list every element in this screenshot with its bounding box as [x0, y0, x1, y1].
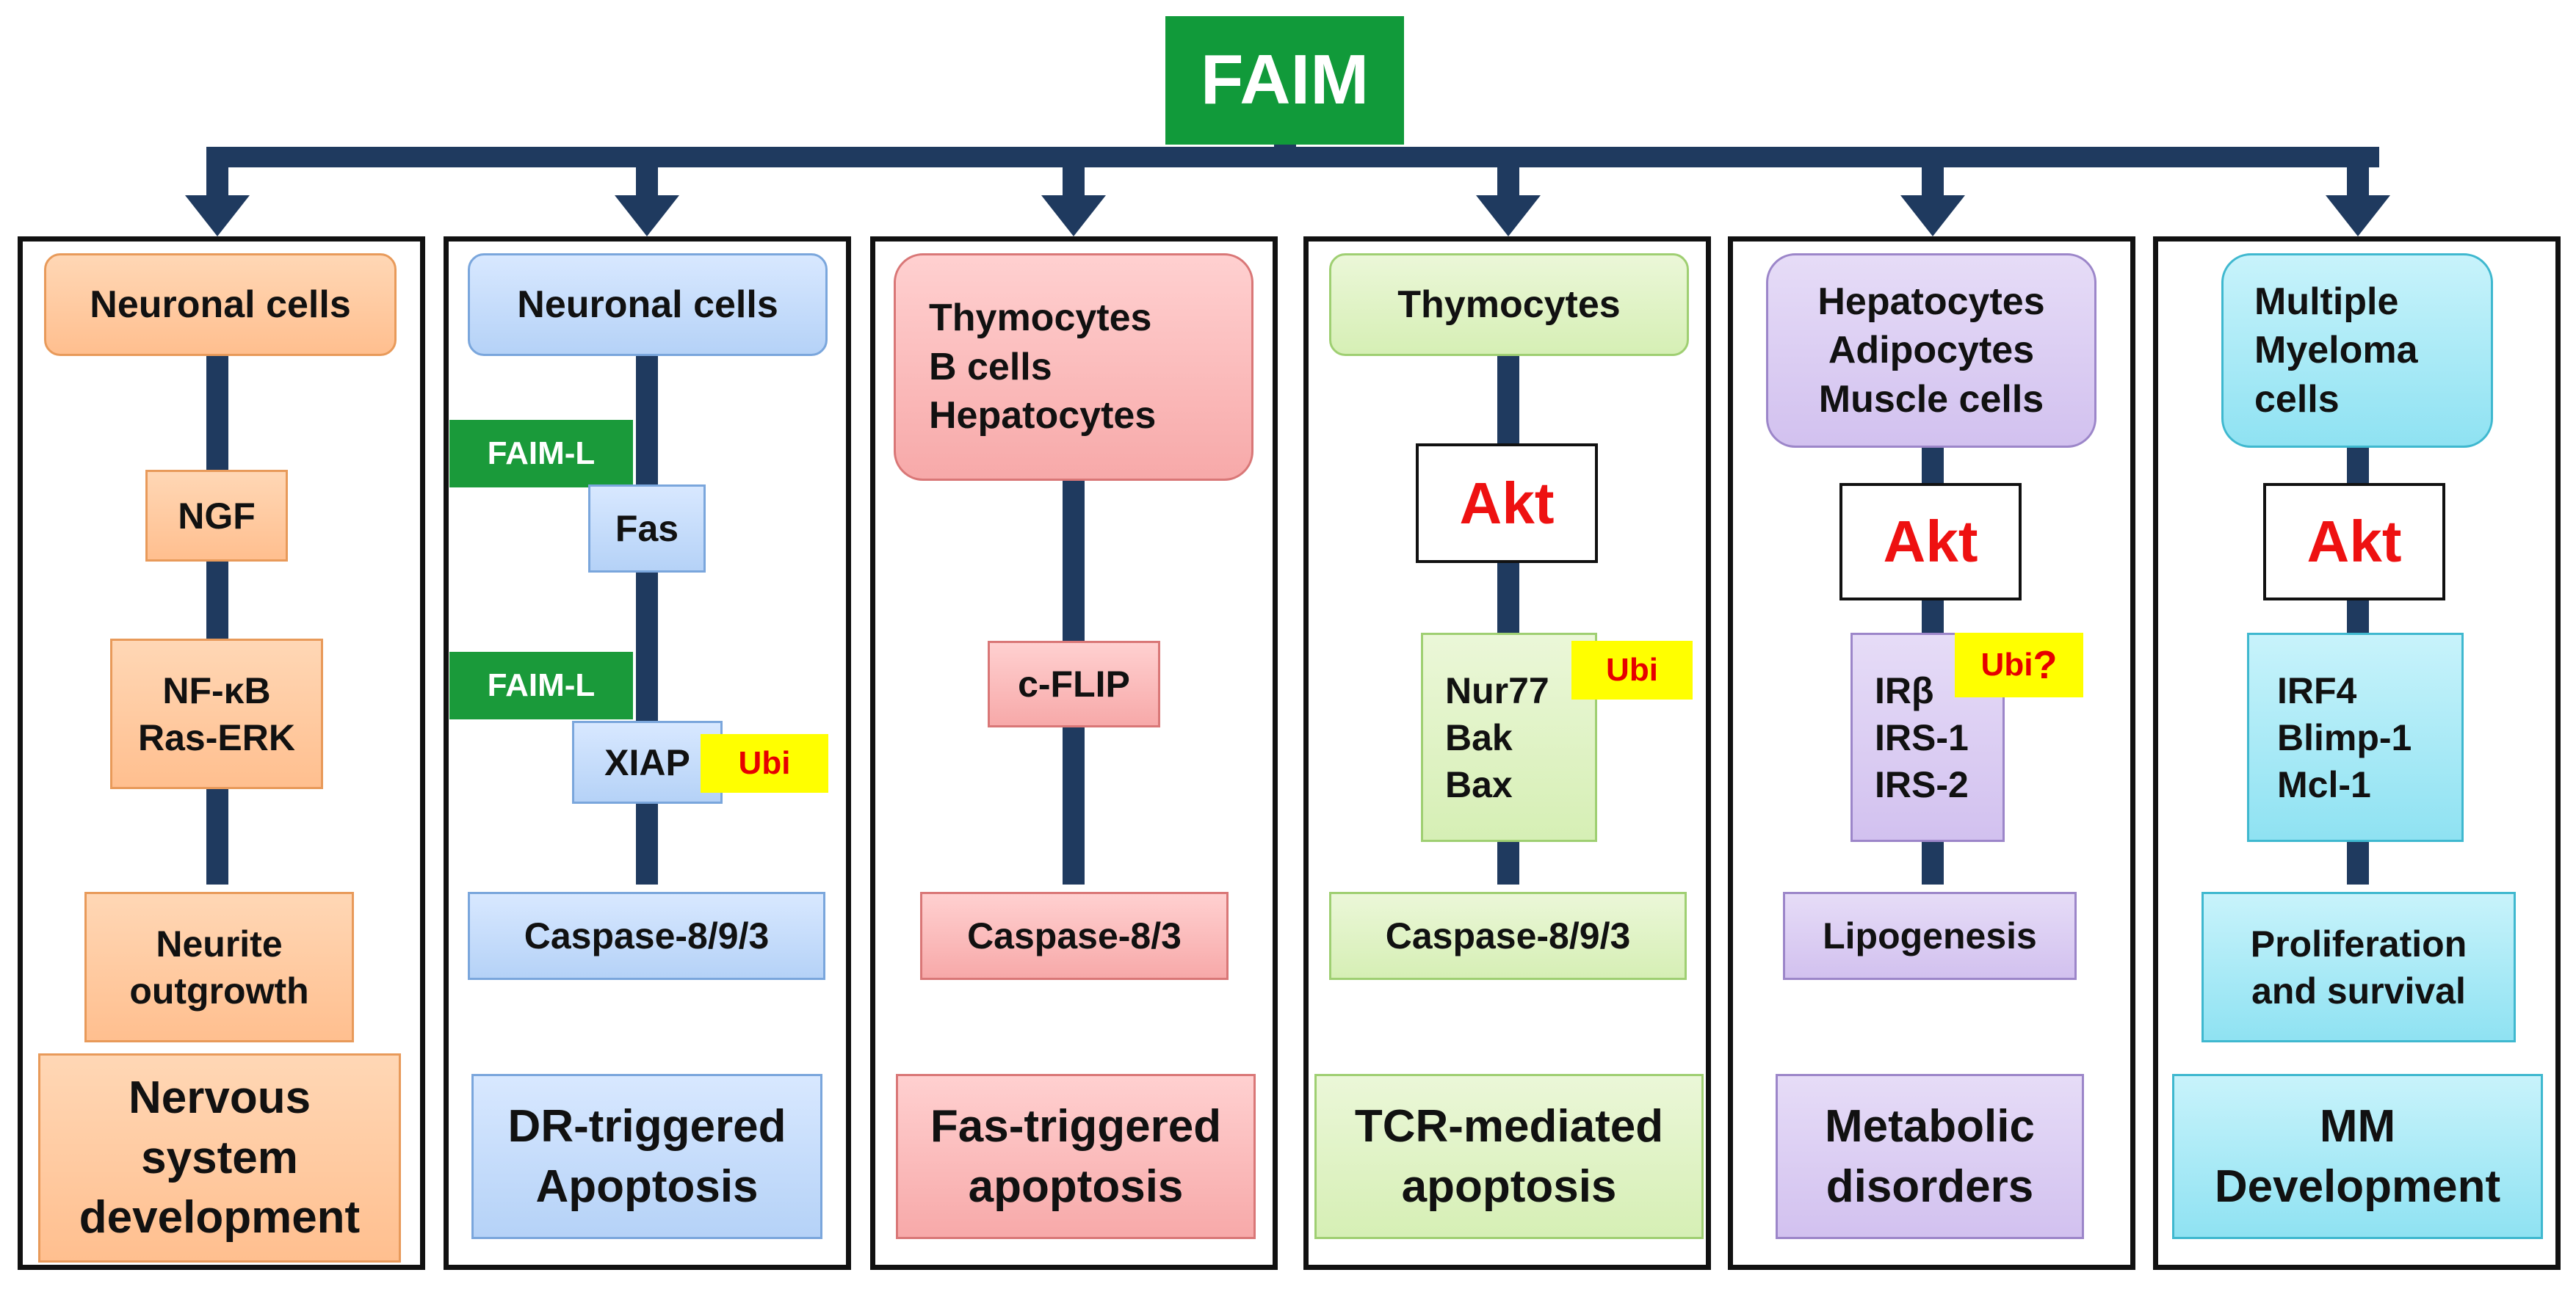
bus-arrowhead-3 — [1041, 195, 1106, 236]
panel-4-end-box: Caspase-8/9/3 — [1329, 892, 1687, 980]
panel-6-akt-box: Akt — [2263, 483, 2445, 600]
bus-arrowhead-4 — [1476, 195, 1541, 236]
bus-arrowhead-1 — [185, 195, 250, 236]
panel-4-mid-box: Nur77 Bak Bax — [1421, 633, 1597, 842]
horizontal-bus — [207, 147, 2379, 167]
panel-2-end-box: Caspase-8/9/3 — [468, 892, 825, 980]
panel-3-outcome-box: Fas-triggered apoptosis — [896, 1074, 1256, 1239]
panel-5-akt-box: Akt — [1839, 483, 2022, 600]
panel-1-outcome-box: Nervous system development — [38, 1053, 401, 1263]
bus-arrowhead-2 — [615, 195, 679, 236]
panel-2-faim-l-label-1: FAIM-L — [449, 420, 633, 487]
bus-drop-3 — [1063, 147, 1085, 198]
bus-arrowhead-5 — [1900, 195, 1965, 236]
panel-6-end-box: Proliferation and survival — [2201, 892, 2516, 1042]
panel-2-ubi-tag: Ubi — [701, 734, 828, 793]
bus-arrowhead-6 — [2326, 195, 2390, 236]
faim-root-label: FAIM — [1200, 40, 1370, 120]
panel-4-ubi-tag: Ubi — [1571, 641, 1693, 700]
panel-3-top-box: Thymocytes B cells Hepatocytes — [894, 253, 1253, 481]
panel-6-outcome-box: MM Development — [2172, 1074, 2543, 1239]
panel-5-top-box: Hepatocytes Adipocytes Muscle cells — [1766, 253, 2096, 448]
faim-root-box: FAIM — [1165, 16, 1404, 145]
panel-1-spine — [206, 352, 228, 885]
panel-3-end-box: Caspase-8/3 — [920, 892, 1229, 980]
panel-2-spine — [636, 352, 658, 885]
panel-1-top-box: Neuronal cells — [44, 253, 397, 356]
panel-2-fas-box: Fas — [588, 484, 706, 573]
panel-1-end-box: Neurite outgrowth — [84, 892, 354, 1042]
panel-4-outcome-box: TCR-mediated apoptosis — [1314, 1074, 1704, 1239]
bus-drop-6 — [2347, 147, 2369, 198]
bus-drop-5 — [1922, 147, 1944, 198]
panel-6-top-box: Multiple Myeloma cells — [2221, 253, 2493, 448]
panel-1-nfkb-box: NF-κB Ras-ERK — [110, 639, 323, 789]
panel-3-cflip-box: c-FLIP — [988, 641, 1160, 727]
panel-2-faim-l-label-2: FAIM-L — [449, 652, 633, 719]
panel-6-mid-box: IRF4 Blimp-1 Mcl-1 — [2247, 633, 2464, 842]
panel-5-ubi-tag: Ubi? — [1955, 633, 2083, 697]
panel-4-top-box: Thymocytes — [1329, 253, 1689, 356]
bus-drop-4 — [1497, 147, 1519, 198]
panel-5-end-box: Lipogenesis — [1783, 892, 2077, 980]
panel-2-top-box: Neuronal cells — [468, 253, 828, 356]
panel-5-outcome-box: Metabolic disorders — [1776, 1074, 2084, 1239]
panel-4-akt-box: Akt — [1416, 443, 1598, 563]
bus-drop-2 — [636, 147, 658, 198]
bus-drop-1 — [206, 147, 228, 198]
panel-2-outcome-box: DR-triggered Apoptosis — [471, 1074, 822, 1239]
panel-1-ngf-box: NGF — [145, 470, 288, 562]
